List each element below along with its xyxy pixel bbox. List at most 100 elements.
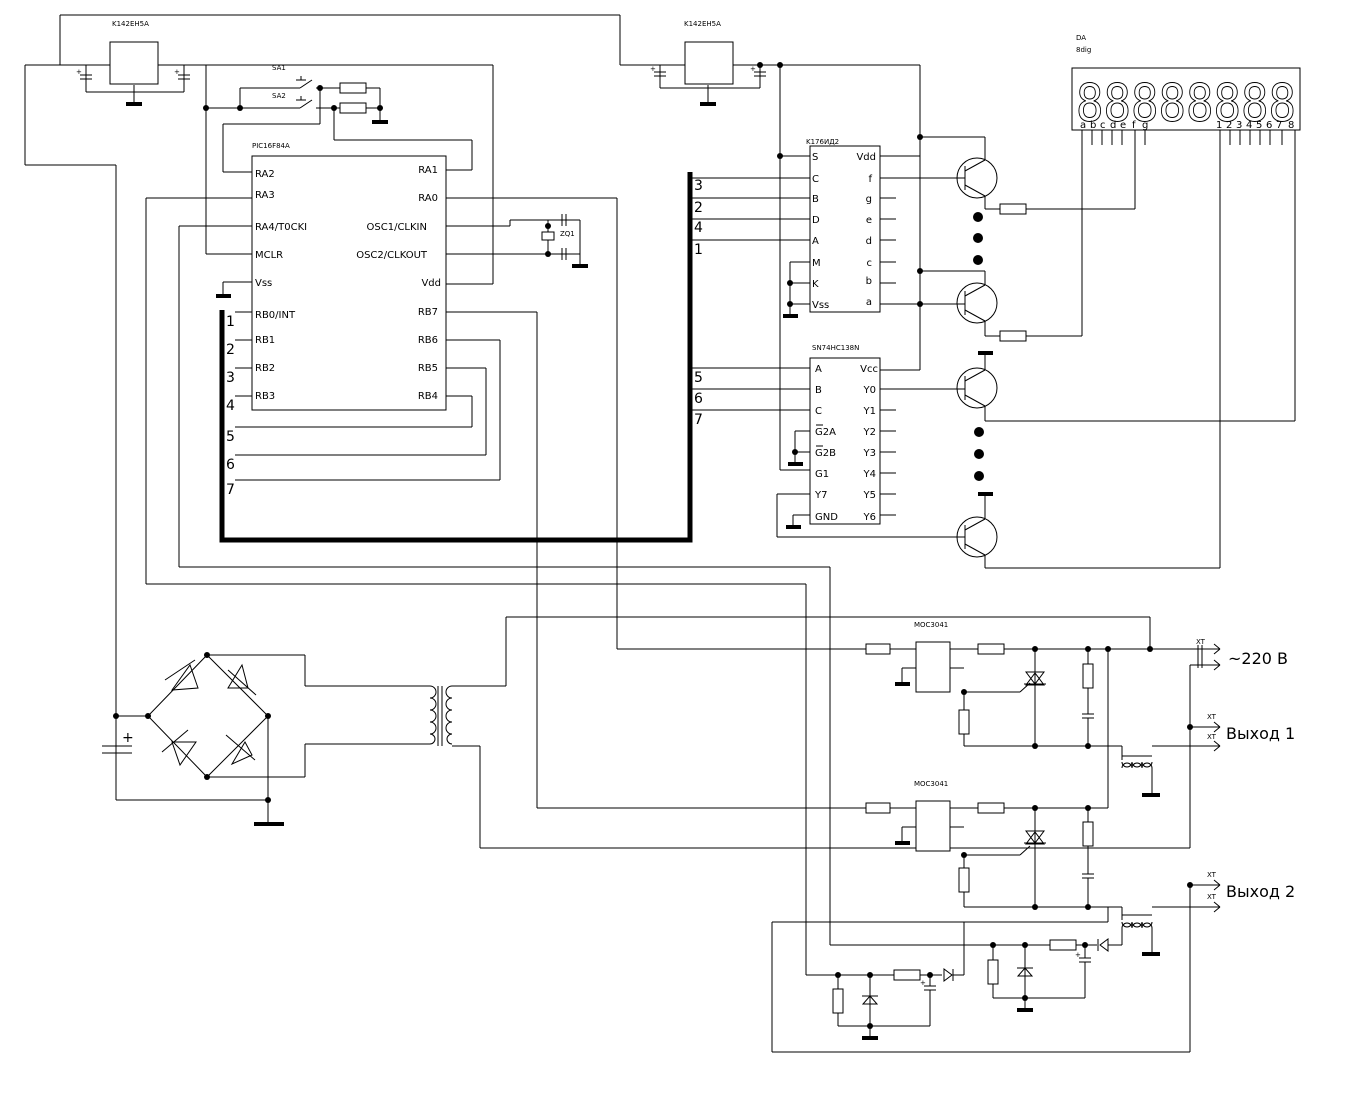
svg-text:Выход 1: Выход 1	[1226, 724, 1295, 743]
svg-text:Vcc: Vcc	[860, 364, 878, 375]
svg-text:1: 1	[226, 314, 235, 330]
svg-text:g: g	[1142, 120, 1148, 131]
svg-text:Vdd: Vdd	[856, 152, 876, 163]
svg-text:+: +	[1075, 951, 1081, 959]
svg-text:RB1: RB1	[255, 335, 275, 346]
svg-text:RA1: RA1	[418, 165, 438, 176]
svg-text:6: 6	[226, 457, 235, 473]
svg-text:7: 7	[1276, 120, 1282, 131]
svg-text:88888888: 88888888	[1076, 74, 1296, 134]
svg-text:a: a	[866, 297, 872, 308]
svg-text:Y7: Y7	[814, 490, 827, 501]
mcu-signal-wiring	[145, 197, 993, 976]
power-wiring	[24, 14, 921, 800]
svg-text:7: 7	[694, 412, 703, 428]
output-connectors: XT ~220 В XT XT Выход 1 XT XT Выход 2	[1196, 638, 1295, 913]
svg-text:RA0: RA0	[418, 193, 438, 204]
svg-text:D: D	[812, 215, 820, 226]
svg-text:f: f	[1132, 120, 1136, 131]
svg-text:K142EH5A: K142EH5A	[684, 20, 721, 28]
svg-text:SA1: SA1	[272, 64, 286, 72]
svg-text:~220 В: ~220 В	[1228, 649, 1288, 668]
svg-text:5: 5	[1256, 120, 1262, 131]
svg-text:XT: XT	[1207, 893, 1217, 901]
svg-text:+: +	[650, 65, 656, 73]
svg-text:MOC3041: MOC3041	[914, 621, 948, 629]
svg-text:XT: XT	[1207, 871, 1217, 879]
svg-text:G2B: G2B	[815, 448, 836, 459]
svg-text:RB3: RB3	[255, 391, 275, 402]
svg-text:Y0: Y0	[863, 385, 876, 396]
svg-text:b: b	[866, 276, 872, 287]
svg-text:MCLR: MCLR	[255, 250, 283, 261]
svg-text:C: C	[812, 174, 819, 185]
svg-text:6: 6	[1266, 120, 1272, 131]
svg-text:M: M	[812, 258, 821, 269]
svg-text:PIC16F84A: PIC16F84A	[252, 142, 290, 150]
svg-text:RA4/T0CKI: RA4/T0CKI	[255, 222, 307, 233]
svg-text:+: +	[76, 68, 82, 76]
svg-text:+: +	[920, 979, 926, 987]
svg-text:OSC1/CLKIN: OSC1/CLKIN	[367, 222, 427, 233]
svg-text:5: 5	[226, 429, 235, 445]
svg-text:G2A: G2A	[815, 427, 836, 438]
svg-text:XT: XT	[1207, 713, 1217, 721]
svg-text:MOC3041: MOC3041	[914, 780, 948, 788]
svg-text:2: 2	[694, 200, 703, 216]
svg-text:1: 1	[1216, 120, 1222, 131]
output-channel-2: MOC3041	[865, 780, 1205, 956]
svg-text:Y2: Y2	[863, 427, 876, 438]
svg-text:G1: G1	[815, 469, 829, 480]
bridge-rectifier: +	[102, 652, 430, 826]
svg-text:g: g	[866, 194, 872, 205]
microcontroller-pic16f84a: PIC16F84A RA2 RA3 RA4/T0CKI MCLR Vss RB0…	[216, 142, 447, 411]
svg-text:Y6: Y6	[863, 512, 876, 523]
svg-text:Y4: Y4	[863, 469, 876, 480]
svg-text:8dig: 8dig	[1076, 46, 1091, 54]
svg-text:RB0/INT: RB0/INT	[255, 310, 296, 321]
crystal-oscillator: ZQ1	[446, 214, 588, 268]
svg-text:S: S	[812, 152, 818, 163]
segment-transistors	[880, 130, 1136, 342]
svg-text:4: 4	[1246, 120, 1252, 131]
voltage-regulator-1: K142EH5A + +	[76, 20, 190, 106]
svg-text:2: 2	[226, 342, 235, 358]
svg-text:f: f	[868, 174, 872, 185]
svg-text:e: e	[866, 215, 872, 226]
svg-text:RB4: RB4	[418, 391, 438, 402]
svg-text:6: 6	[694, 391, 703, 407]
svg-text:RB6: RB6	[418, 335, 438, 346]
svg-text:RB7: RB7	[418, 307, 438, 318]
svg-text:a: a	[1080, 120, 1086, 131]
svg-text:+: +	[750, 65, 756, 73]
output-channel-1: MOC3041	[865, 621, 1205, 808]
svg-text:Y5: Y5	[863, 490, 876, 501]
svg-text:3: 3	[694, 178, 703, 194]
svg-text:3: 3	[1236, 120, 1242, 131]
svg-text:SN74HC138N: SN74HC138N	[812, 344, 859, 352]
switches: SA1 SA2	[203, 64, 473, 173]
svg-text:RA2: RA2	[255, 169, 275, 180]
svg-text:Y3: Y3	[863, 448, 876, 459]
svg-text:C: C	[815, 406, 822, 417]
svg-text:Y1: Y1	[863, 406, 876, 417]
seven-segment-display: DA 8dig 88888888 a b c d e f g 1 2 3 4 5…	[1071, 34, 1301, 145]
svg-text:Vdd: Vdd	[421, 278, 441, 289]
svg-text:RA3: RA3	[255, 190, 275, 201]
svg-text:A: A	[815, 364, 822, 375]
svg-text:SA2: SA2	[272, 92, 286, 100]
svg-text:B: B	[815, 385, 822, 396]
svg-text:XT: XT	[1207, 733, 1217, 741]
svg-text:Vss: Vss	[812, 300, 829, 311]
svg-text:d: d	[866, 236, 872, 247]
svg-text:e: e	[1120, 120, 1126, 131]
data-bus: 1 2 3 4 5 6 7 3 2 4 1 5 6 7	[219, 172, 810, 543]
svg-text:K: K	[812, 279, 819, 290]
svg-text:Vss: Vss	[255, 278, 272, 289]
decoder-k176id2: K176ИД2 S C B D A M K Vss Vdd f g e d c …	[777, 138, 896, 318]
svg-text:+: +	[174, 68, 180, 76]
svg-text:7: 7	[226, 482, 235, 498]
svg-text:K142EH5A: K142EH5A	[112, 20, 149, 28]
svg-text:c: c	[867, 258, 873, 269]
